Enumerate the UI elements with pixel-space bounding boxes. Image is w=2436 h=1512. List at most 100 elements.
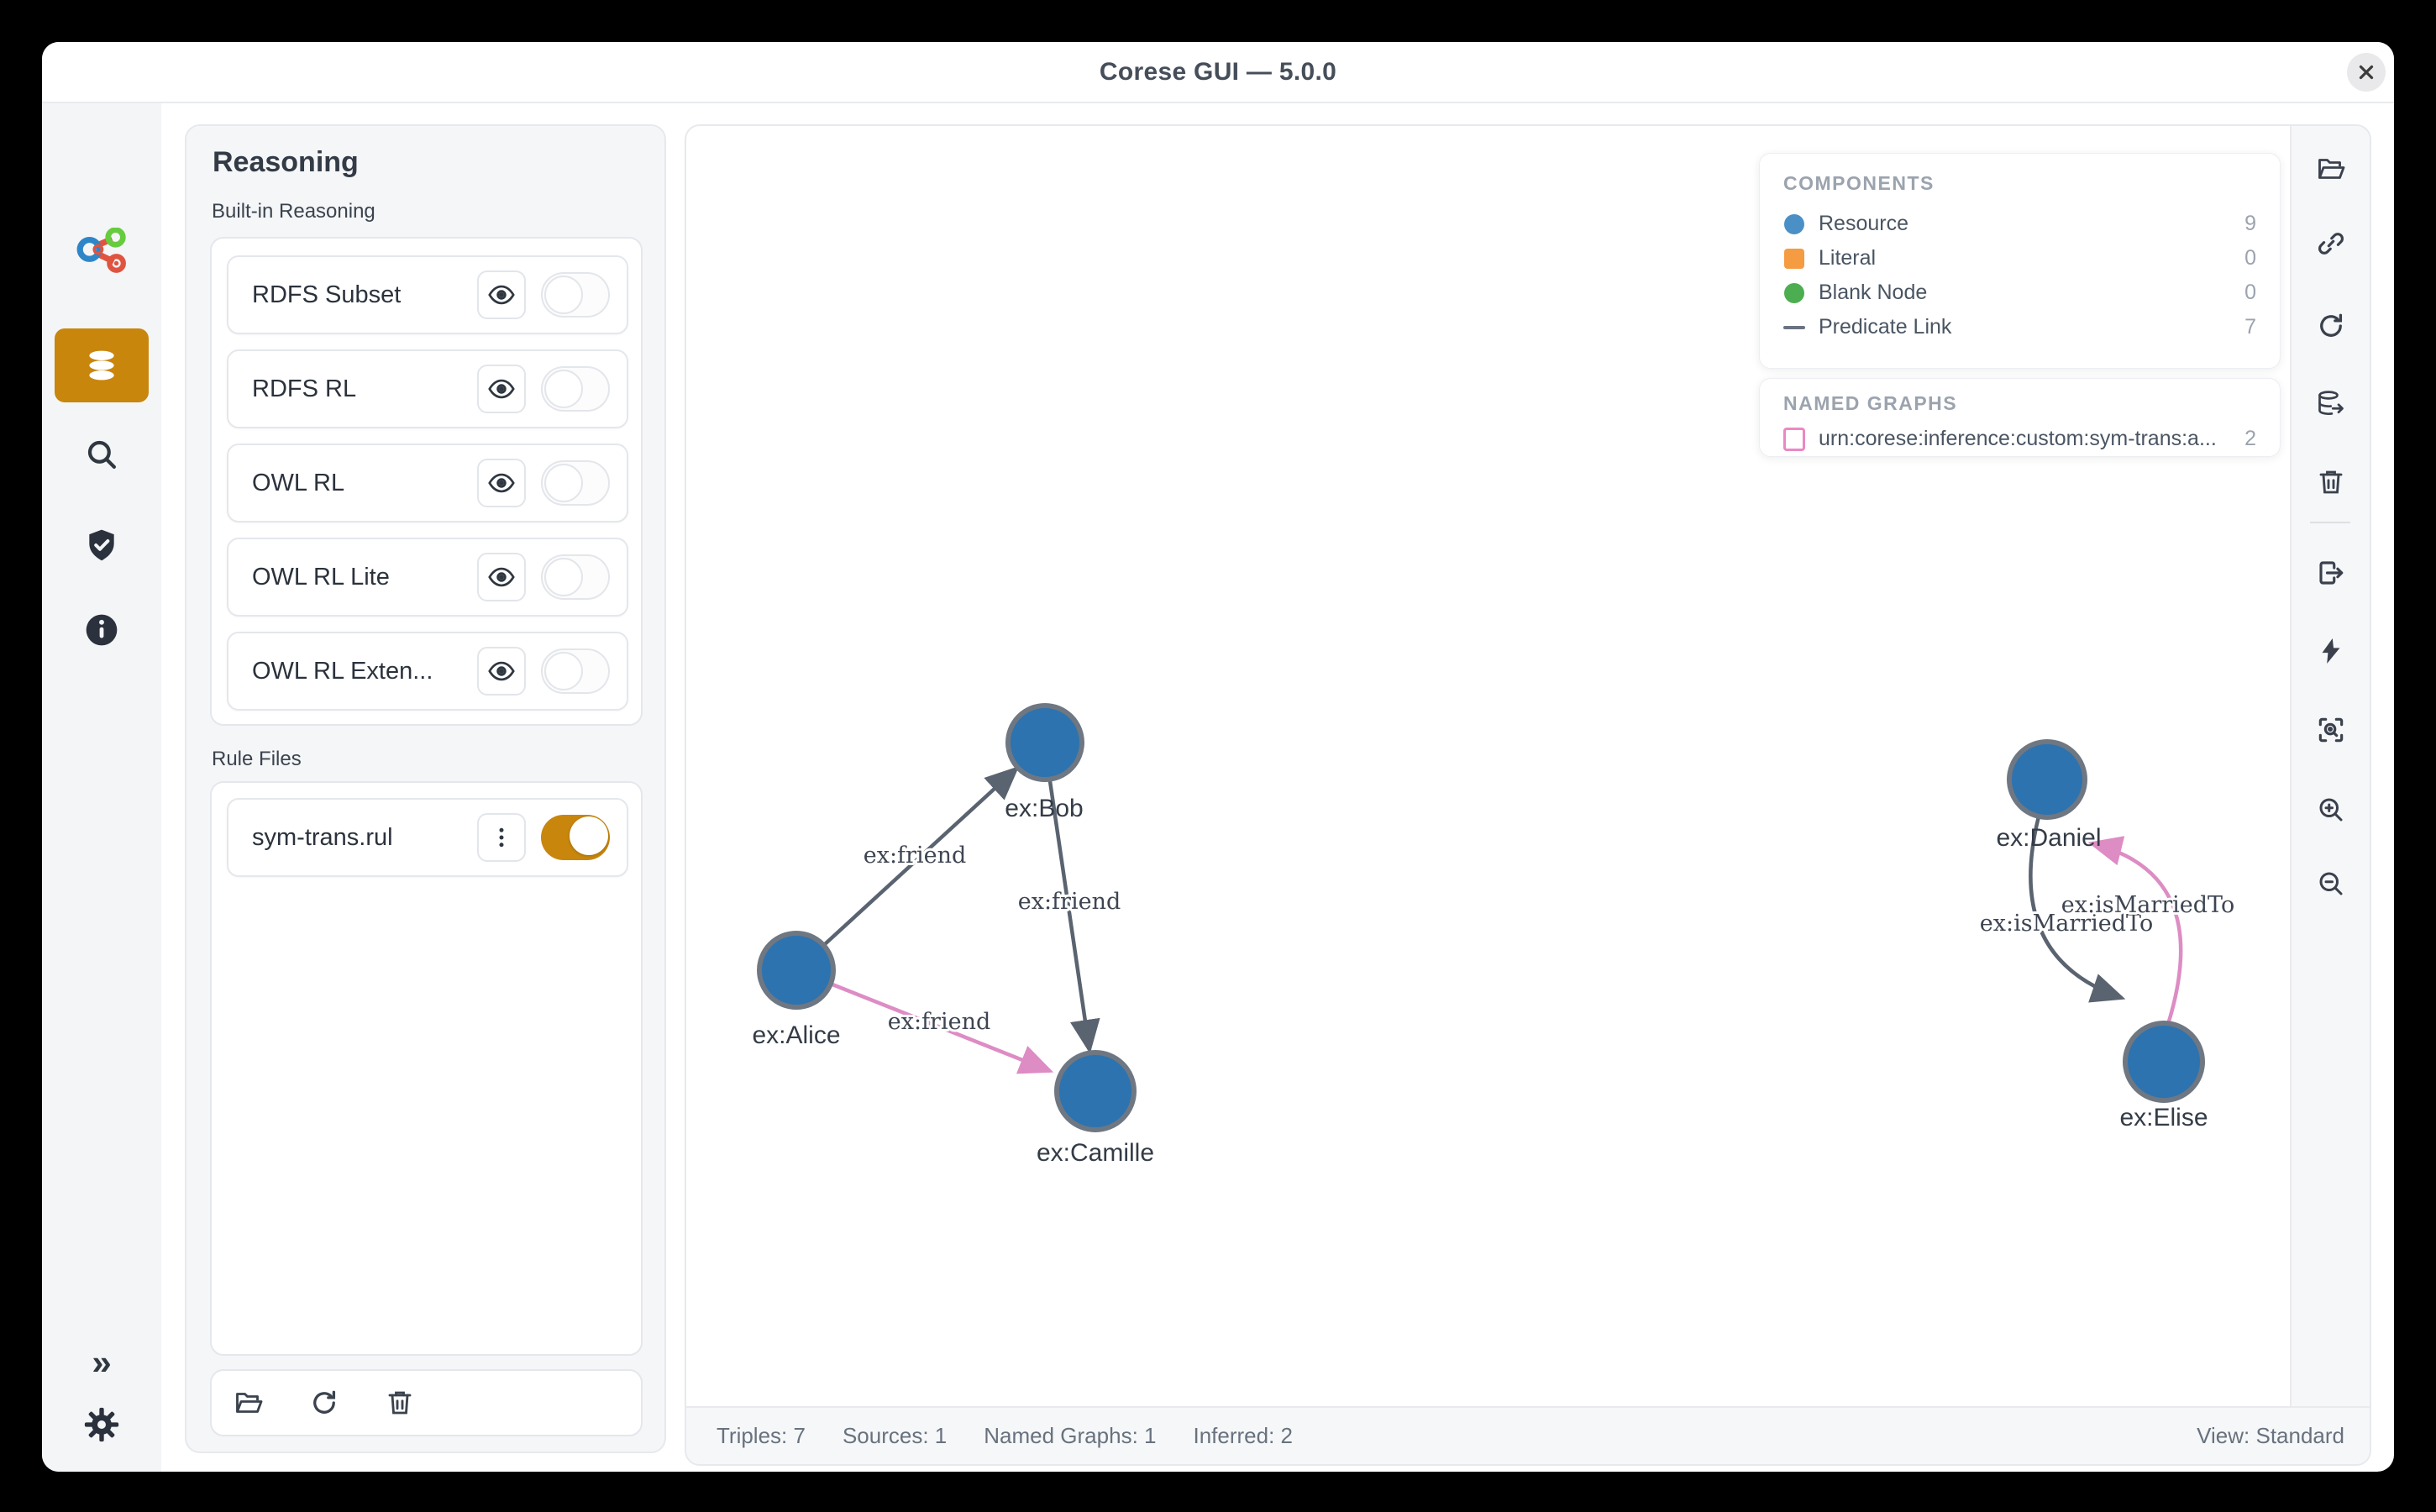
toggle-knob: [544, 652, 583, 690]
rule-row-owl-rl-lite: OWL RL Lite: [227, 538, 628, 617]
toggle-knob: [544, 464, 583, 502]
gear-icon: [82, 1405, 121, 1444]
sidebar-item-about[interactable]: [42, 612, 161, 648]
node-camille[interactable]: [1054, 1050, 1137, 1132]
load-url-button[interactable]: [2292, 228, 2370, 259]
view-rule-button[interactable]: [477, 647, 526, 696]
open-rule-file-button[interactable]: [234, 1388, 264, 1418]
rule-file-row: sym-trans.rul: [227, 798, 628, 877]
node-label: ex:Alice: [752, 1021, 840, 1049]
rule-label: RDFS Subset: [252, 281, 402, 308]
title-bar: Corese GUI — 5.0.0: [42, 42, 2394, 103]
panel-title: Reasoning: [213, 146, 359, 178]
resource-dot-icon: [1783, 213, 1805, 234]
focus-search-button[interactable]: [2292, 714, 2370, 746]
rule-files-label: Rule Files: [212, 748, 302, 770]
named-graph-count: 2: [2244, 427, 2256, 450]
node-alice[interactable]: [757, 931, 836, 1010]
expand-sidebar-button[interactable]: »: [42, 1345, 161, 1380]
edge-label: ex:friend: [1018, 889, 1121, 915]
view-rule-button[interactable]: [477, 459, 526, 507]
legend-row-blank-node: Blank Node 0: [1783, 276, 2256, 310]
rule-toggle-off[interactable]: [541, 648, 610, 694]
view-rule-button[interactable]: [477, 270, 526, 319]
status-inferred: Inferred: 2: [1193, 1423, 1293, 1448]
legend-count: 7: [2244, 315, 2256, 339]
status-triples: Triples: 7: [717, 1423, 806, 1448]
named-graph-row[interactable]: urn:corese:inference:custom:sym-trans:a.…: [1783, 422, 2256, 456]
toggle-knob: [544, 370, 583, 408]
double-chevron-icon: »: [92, 1342, 112, 1382]
sidebar-item-validation[interactable]: [42, 527, 161, 564]
legend-count: 0: [2244, 281, 2256, 304]
named-graph-square-icon: [1783, 427, 1805, 451]
blank-node-dot-icon: [1783, 282, 1805, 303]
status-named-graphs: Named Graphs: 1: [984, 1423, 1157, 1448]
zoom-out-button[interactable]: [2292, 869, 2370, 899]
view-rule-button[interactable]: [477, 365, 526, 413]
rule-row-owl-rl-extended: OWL RL Exten...: [227, 632, 628, 711]
export-view-button[interactable]: [2292, 558, 2370, 588]
graph-canvas[interactable]: ex:friend ex:friend ex:friend ex:isMarri…: [685, 124, 2371, 1466]
eye-icon: [487, 375, 516, 403]
rule-file-menu-button[interactable]: [477, 813, 526, 862]
named-graphs-legend: NAMED GRAPHS urn:corese:inference:custom…: [1759, 378, 2281, 457]
close-button[interactable]: [2347, 53, 2386, 92]
node-label: ex:Bob: [1005, 795, 1083, 822]
rule-files-actions-bar: [210, 1369, 643, 1436]
clear-graph-button[interactable]: [2292, 467, 2370, 497]
settings-button[interactable]: [42, 1405, 161, 1444]
rule-row-rdfs-subset: RDFS Subset: [227, 255, 628, 334]
rule-row-rdfs-rl: RDFS RL: [227, 349, 628, 428]
edge-label: ex:isMarriedTo: [1980, 911, 2153, 937]
builtin-reasoning-label: Built-in Reasoning: [212, 200, 375, 223]
legend-row-predicate-link: Predicate Link 7: [1783, 310, 2256, 344]
edge-label: ex:isMarriedTo: [2061, 892, 2234, 918]
toggle-knob: [544, 276, 583, 314]
eye-icon: [487, 281, 516, 309]
edge-alice-camille-inferred[interactable]: [832, 982, 1054, 1074]
rule-row-owl-rl: OWL RL: [227, 444, 628, 522]
node-label: ex:Elise: [2119, 1104, 2208, 1131]
view-rule-button[interactable]: [477, 553, 526, 601]
kebab-menu-icon: [489, 825, 514, 850]
left-icon-rail: »: [42, 103, 161, 1472]
search-icon: [84, 437, 119, 472]
predicate-dash-icon: [1783, 325, 1805, 329]
sidebar-item-search[interactable]: [42, 437, 161, 472]
status-view-mode: View: Standard: [2197, 1423, 2344, 1448]
reload-rules-button[interactable]: [309, 1388, 339, 1418]
zoom-in-button[interactable]: [2292, 795, 2370, 825]
edge-daniel-elise[interactable]: [2029, 816, 2126, 1003]
rule-toggle-off[interactable]: [541, 272, 610, 318]
rule-toggle-off[interactable]: [541, 554, 610, 600]
legend-count: 0: [2244, 246, 2256, 270]
builtin-rules-group: RDFS Subset RDFS RL OWL RL OWL RL Lite O: [210, 237, 643, 726]
edge-bob-camille[interactable]: [1047, 780, 1100, 1054]
rule-toggle-off[interactable]: [541, 460, 610, 506]
export-data-button[interactable]: [2292, 389, 2370, 419]
run-layout-button[interactable]: [2292, 636, 2370, 666]
legend-label: Predicate Link: [1819, 315, 1952, 339]
edge-elise-daniel-inferred[interactable]: [2087, 836, 2183, 1022]
status-sources: Sources: 1: [842, 1423, 948, 1448]
delete-rules-button[interactable]: [385, 1388, 415, 1418]
edge-label: ex:friend: [864, 843, 967, 869]
node-elise[interactable]: [2123, 1021, 2205, 1103]
rule-file-toggle-on[interactable]: [541, 815, 610, 860]
rule-toggle-off[interactable]: [541, 366, 610, 412]
sidebar-item-data-active[interactable]: [55, 328, 149, 402]
rule-file-name: sym-trans.rul: [252, 823, 393, 851]
database-icon: [83, 347, 120, 384]
reload-graph-button[interactable]: [2292, 311, 2370, 341]
window-title: Corese GUI — 5.0.0: [1099, 57, 1337, 86]
info-icon: [83, 612, 120, 648]
edge-alice-bob[interactable]: [823, 765, 1020, 946]
node-label: ex:Daniel: [1996, 824, 2101, 852]
components-legend: COMPONENTS Resource 9 Literal 0 Blank No…: [1759, 153, 2281, 369]
node-bob[interactable]: [1005, 703, 1084, 782]
open-graph-file-button[interactable]: [2292, 154, 2370, 184]
node-daniel[interactable]: [2007, 739, 2087, 820]
edge-label: ex:friend: [888, 1009, 991, 1035]
